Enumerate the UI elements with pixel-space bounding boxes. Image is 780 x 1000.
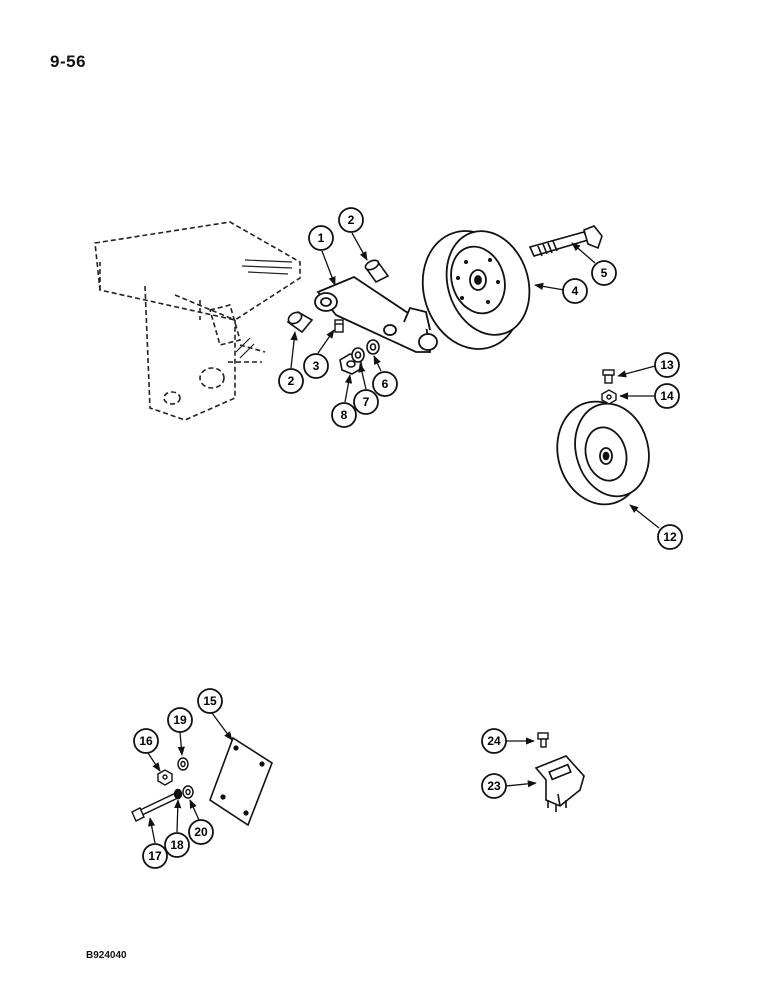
svg-text:15: 15: [203, 694, 217, 708]
leader-lines: [147, 232, 660, 844]
callout-18: 18: [164, 832, 190, 858]
washer-20: [182, 785, 194, 799]
washer-7: [351, 347, 365, 363]
washer-6: [366, 339, 380, 355]
mounting-plate-15: [209, 736, 273, 827]
bushing-lower: [286, 311, 314, 334]
callout-8: 8: [331, 402, 357, 428]
bolt-5: [528, 225, 603, 257]
svg-text:5: 5: [601, 266, 608, 280]
callout-3: 3: [303, 353, 329, 379]
callout-1: 1: [308, 225, 334, 251]
svg-text:20: 20: [194, 825, 208, 839]
svg-text:16: 16: [139, 734, 153, 748]
figure-code: B924040: [86, 950, 127, 961]
svg-text:14: 14: [660, 389, 674, 403]
callout-2-upper: 2: [338, 207, 364, 233]
washer-19: [177, 757, 189, 771]
svg-text:17: 17: [148, 849, 162, 863]
frame-bracket-phantom: [94, 221, 301, 421]
svg-text:8: 8: [341, 408, 348, 422]
svg-text:4: 4: [572, 284, 579, 298]
svg-text:18: 18: [170, 838, 184, 852]
svg-text:13: 13: [660, 358, 674, 372]
svg-text:12: 12: [663, 530, 677, 544]
callout-23: 23: [481, 773, 507, 799]
callout-19: 19: [167, 707, 193, 733]
callout-12: 12: [657, 524, 683, 550]
bushing-upper: [364, 259, 390, 284]
callout-2-lower: 2: [278, 368, 304, 394]
callout-5: 5: [591, 260, 617, 286]
callout-20: 20: [188, 819, 214, 845]
callout-17: 17: [142, 843, 168, 869]
idler-pulley-large: [421, 230, 531, 350]
svg-text:6: 6: [382, 377, 389, 391]
svg-text:23: 23: [487, 779, 501, 793]
callout-13: 13: [654, 352, 680, 378]
idler-arm: [314, 275, 438, 353]
callout-6: 6: [372, 371, 398, 397]
page-number: 9-56: [50, 52, 87, 71]
svg-text:2: 2: [348, 213, 355, 227]
callout-4: 4: [562, 278, 588, 304]
nut-16: [157, 769, 173, 786]
callout-7: 7: [353, 389, 379, 415]
svg-text:2: 2: [288, 374, 295, 388]
svg-text:1: 1: [318, 231, 325, 245]
svg-text:7: 7: [363, 395, 370, 409]
bracket-hatching: [235, 259, 293, 359]
nut-14: [601, 389, 617, 405]
cap-screw-13: [602, 369, 615, 384]
svg-text:19: 19: [173, 713, 187, 727]
washer-18: [173, 788, 183, 800]
callout-15: 15: [197, 688, 223, 714]
idler-pulley-small: [556, 400, 650, 506]
callout-14: 14: [654, 383, 680, 409]
bolt-17: [131, 791, 181, 822]
grease-fitting: [334, 319, 344, 333]
pulley-holes: [456, 258, 500, 304]
switch-23: [534, 755, 586, 812]
svg-text:3: 3: [313, 359, 320, 373]
callout-24: 24: [481, 728, 507, 754]
svg-text:24: 24: [487, 734, 501, 748]
callout-16: 16: [133, 728, 159, 754]
screw-24: [537, 732, 549, 748]
